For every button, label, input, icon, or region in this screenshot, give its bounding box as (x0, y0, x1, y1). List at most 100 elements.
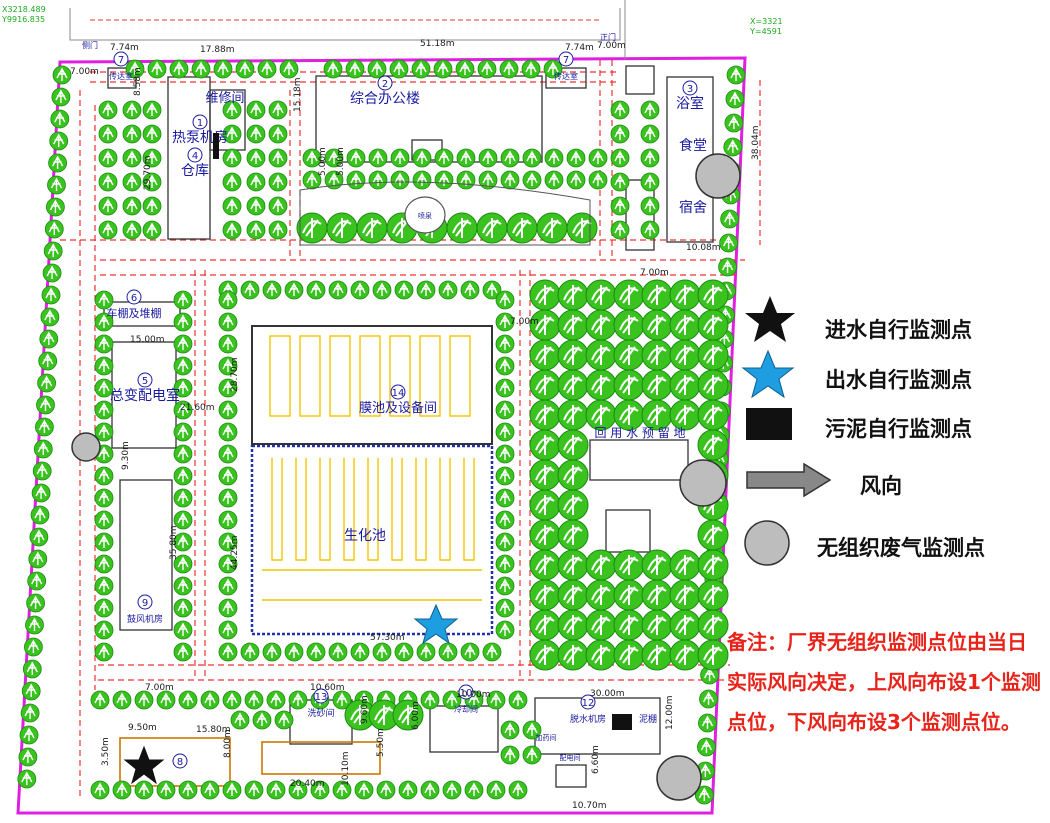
building-label: 脱水机房 (570, 713, 606, 725)
dimension-label: 10.60m (310, 683, 345, 693)
legend-waste-gas-label: 无组织废气监测点 (817, 536, 985, 560)
building-number: 10 (460, 688, 473, 699)
dimension-label: 8.00m (223, 729, 233, 758)
dimension-label: 7.74m (110, 43, 139, 53)
dimension-label: 5.00m (318, 147, 328, 176)
building-number: 5 (142, 376, 148, 387)
side-gate-label: 侧门 (82, 40, 98, 50)
waste-gas-point-3 (679, 459, 727, 507)
building-label: 鼓风机房 (127, 613, 163, 625)
dimension-label: 7.74m (565, 43, 594, 53)
svg-text:X3218.489: X3218.489 (2, 5, 46, 14)
dimension-label: 5.00m (336, 147, 346, 176)
dimension-label: 7.00m (597, 41, 626, 51)
building-label: 热泵机房 (172, 130, 228, 146)
legend-effluent-label: 出水自行监测点 (825, 368, 972, 392)
legend-blue-star-icon (741, 349, 795, 399)
building-label: 车棚及堆棚 (107, 306, 162, 320)
building-number: 2 (382, 79, 388, 90)
dimension-label: 7.00m (510, 317, 539, 327)
dimension-label: 10.00m (456, 690, 491, 700)
dimension-label: 10.70m (572, 801, 607, 811)
effluent-monitoring-star (413, 603, 459, 645)
building-number: 12 (582, 698, 595, 709)
dimension-label: 7.00m (70, 67, 99, 77)
note-text: 备注：厂界无组织监测点位由当日实际风向决定，上风向布设1个监测点位，下风向布设3… (727, 630, 1041, 734)
building-label: 回 用 水 预 留 地 (594, 426, 685, 440)
dimension-label: 9.50m (128, 723, 157, 733)
dimension-label: 7.00m (640, 268, 669, 278)
dimension-label: 44.25m (230, 535, 240, 570)
dimension-label: 10.10m (341, 751, 351, 786)
building-label: 配电间 (560, 753, 581, 762)
svg-text:Y=4591: Y=4591 (749, 27, 782, 36)
building-label: 洗砂间 (307, 707, 334, 719)
waste-gas-point-1 (71, 432, 101, 462)
building-label: 膜池及设备间 (359, 400, 437, 416)
building-label: 食堂 (679, 137, 707, 154)
legend-black-star-icon (745, 296, 795, 342)
legend-waste-gas-icon (744, 520, 790, 566)
building-label: 泥棚 (639, 713, 657, 725)
building-label: 生化池 (344, 528, 386, 544)
dimension-label: 57.30m (370, 633, 405, 643)
sludge-monitoring-mark-2 (612, 714, 632, 730)
svg-text:Y9916.835: Y9916.835 (1, 15, 45, 24)
dimension-label: 10.08m (686, 243, 721, 253)
sludge-monitoring-mark (213, 133, 219, 159)
building-label: 浴室 (676, 95, 704, 112)
svg-text:X=3321: X=3321 (750, 17, 783, 26)
legend-sludge-icon (746, 408, 792, 440)
influent-monitoring-star (123, 745, 165, 785)
dimension-label: 29.70m (143, 155, 153, 190)
dimension-label: 20.40m (290, 779, 325, 789)
fountain (404, 196, 446, 234)
building-label: 宿舍 (679, 199, 707, 216)
building-label: 传达室 (554, 71, 578, 81)
dimension-label: 28.70m (230, 357, 240, 392)
building-number: 8 (177, 757, 183, 768)
dimension-label: 7.00m (145, 683, 174, 693)
building-number: 14 (392, 388, 405, 399)
building-label: 喷泉 (418, 211, 432, 220)
legend-sludge-label: 污泥自行监测点 (825, 417, 972, 441)
building-label: 维修间 (205, 91, 244, 106)
building-number: 13 (315, 692, 328, 703)
dimension-label: 51.18m (420, 39, 455, 49)
building-number: 6 (131, 293, 137, 304)
dimension-label: 15.80m (196, 725, 231, 735)
building-number: 1 (197, 118, 203, 129)
main-gate-label: 正门 (600, 32, 616, 42)
legend-influent-label: 进水自行监测点 (825, 318, 972, 342)
legend-wind-label: 风向 (860, 474, 902, 498)
building-number: 4 (192, 151, 198, 162)
building-label: 冷却间 (454, 704, 478, 714)
waste-gas-point-4 (656, 755, 702, 801)
dimension-label: 5.50m (376, 728, 386, 757)
building-number: 3 (687, 84, 693, 95)
waste-gas-point-2 (695, 153, 741, 199)
building-label: 加药间 (536, 733, 557, 742)
dimension-label: 8.58m (133, 67, 143, 96)
dimension-label: 9.30m (121, 441, 131, 470)
building-label: 总变配电室 (110, 387, 180, 404)
building-label: 传达室 (109, 71, 133, 81)
dimension-label: 12.00m (665, 695, 675, 730)
dimension-label: 15.00m (130, 335, 165, 345)
building-number: 7 (563, 55, 569, 66)
building-label: 仓库 (181, 163, 209, 179)
legend-wind-arrow-icon (746, 462, 832, 498)
building-number: 7 (118, 55, 124, 66)
dimension-label: 35.80m (169, 525, 179, 560)
dimension-label: 9.60m (360, 695, 370, 724)
dimension-label: 38.04m (751, 125, 761, 160)
dimension-label: 6.60m (591, 745, 601, 774)
dimension-label: 3.50m (101, 737, 111, 766)
building-number: 9 (142, 598, 148, 609)
dimension-label: 30.00m (590, 689, 625, 699)
dimension-label: 17.88m (200, 45, 235, 55)
dimension-label: 21.60m (180, 403, 215, 413)
dimension-label: 15.18m (293, 77, 303, 112)
building-label: 综合办公楼 (350, 91, 420, 107)
